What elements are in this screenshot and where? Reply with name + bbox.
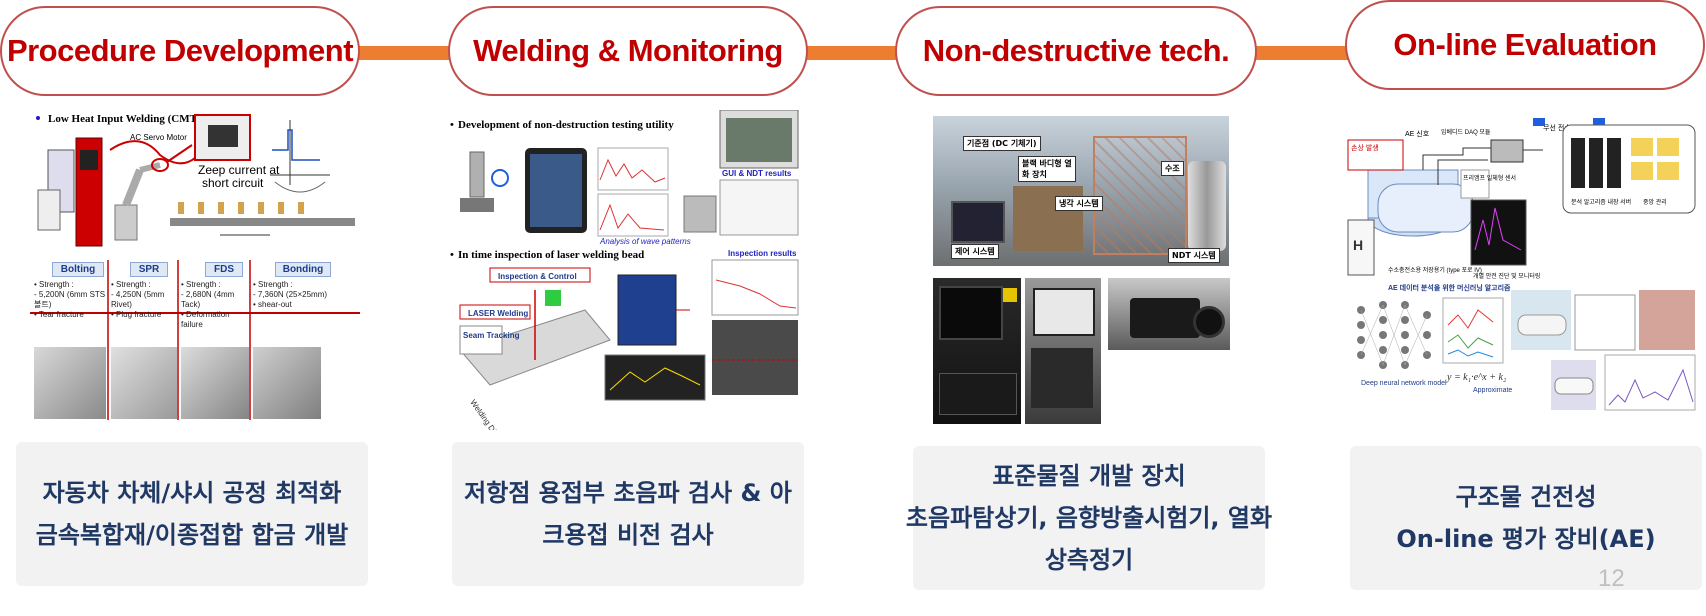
online-ae-figure: H 손상 발생 AE 신호 프리앰프 일체형 센서 수소충전소용 저장용기 (t… [1343,110,1698,430]
zoom-caption-2: short circuit [202,176,264,190]
ndt-equipment-figure: 기준점 (DC 기체기) 블랙 바디형 열화 장치 냉각 시스템 수조 제어 시… [933,110,1233,430]
tag-inspection: Inspection & Control [498,272,577,281]
equipment-label: NDT 시스템 [1168,248,1220,263]
ultrasonic-flaw-detector-photo [933,278,1021,424]
cmt-welding-diagram: Low Heat Input Welding (CMT) AC Servo Mo… [30,113,360,420]
laser-heading-dot: • [450,249,454,261]
desc-line: 자동차 차체/샤시 공정 최적화 [42,479,342,507]
tag-laser: LASER Welding [468,309,528,318]
spec-line: - 5,200N (6mm STS볼트) [34,290,106,309]
desc-line: On-line 평가 장비(AE) [1396,525,1656,553]
joint-fds: FDS [205,262,243,277]
ae-label: AE 신호 [1405,129,1430,138]
desc-line: 저항점 용접부 초음파 검사 & 아 [464,479,792,507]
stage-connector [805,46,900,60]
stage-title-text: Non-destructive tech. [922,33,1230,68]
ndt-heading-text: Development of non-destruction testing u… [458,119,674,131]
joint-specs-spr: • Strength : - 4,250N (5mm Rivet) • Plug… [111,280,177,320]
joint-specs-fds: • Strength : - 2,680N (4mm Tack) • Defor… [181,280,249,330]
spec-line: • Strength : [111,280,151,289]
desc-line: 금속복합재/이종접합 합금 개발 [35,521,349,549]
stage-title-welding: Welding & Monitoring [448,6,808,96]
spec-line: • Tear fracture [34,310,84,319]
ae-label: 임베디드 DAQ 모듈 [1441,128,1491,136]
joint-bonding: Bonding [275,262,331,277]
desc-line: 구조물 건전성 [1455,483,1597,511]
zoom-caption-1: Zeep current at [198,163,280,177]
specimen-photo-fds [181,347,249,419]
acoustic-emission-tester-photo [1025,278,1101,424]
joint-bolting: Bolting [52,262,104,277]
gui-label: GUI & NDT results [722,169,792,178]
spec-line: • Deformation failure [181,310,230,329]
joint-name: SPR [130,262,168,277]
welding-direction-label: Welding Direction [468,398,511,430]
ndt-heading: • [450,119,454,131]
spec-line: • Strength : [253,280,293,289]
spec-line: • Strength : [34,280,74,289]
stage-connector [1255,46,1350,60]
svg-text:H: H [1353,237,1363,253]
joint-specs-bonding: • Strength : - 7,360N (25×25mm) • shear-… [253,280,357,310]
desc-line: 초음파탐상기, 음향방출시험기, 열화 [905,504,1273,532]
joint-name: Bolting [52,262,104,277]
stage-title-ndt: Non-destructive tech. [895,6,1257,96]
welding-monitoring-figure: • Development of non-destruction testing… [450,110,800,430]
desc-welding: 저항점 용접부 초음파 검사 & 아 크용접 비전 검사 [452,442,804,586]
spec-line: • Strength : [181,280,221,289]
ae-label: 손상 발생 [1351,143,1379,152]
desc-line: 크용접 비전 검사 [542,521,714,549]
tag-seam: Seam Tracking [463,331,520,340]
ae-label: 분석 알고리즘 내장 서버 [1571,198,1631,206]
desc-procedure: 자동차 차체/샤시 공정 최적화 금속복합재/이종접합 합금 개발 [16,442,368,586]
stage-title-text: On-line Evaluation [1393,27,1657,62]
specimen-photo-bonding [253,347,321,419]
ae-label: 중앙 관리 [1643,198,1667,206]
specimen-photo-spr [111,347,177,419]
ae-label: 수소충전소용 저장용기 (type 포로 IV) [1388,266,1482,274]
servo-label: AC Servo Motor [130,133,187,142]
laser-heading: In time inspection of laser welding bead [458,249,644,261]
joint-specs-bolting: • Strength : - 5,200N (6mm STS볼트) • Tear… [34,280,108,320]
desc-ndt: 표준물질 개발 장치 초음파탐상기, 음향방출시험기, 열화 상측정기 [906,446,1272,590]
spec-line: - 4,250N (5mm Rivet) [111,290,165,309]
cmt-heading: Low Heat Input Welding (CMT) [48,113,201,125]
specimen-photo-bolting [34,347,106,419]
stage-title-procedure: Procedure Development [0,6,360,96]
equipment-label: 블랙 바디형 열화 장치 [1018,156,1076,182]
spec-line: • shear-out [253,300,292,309]
stage-connector [330,46,450,60]
approx-label: Approximate [1473,387,1512,394]
procedure-figure: Low Heat Input Welding (CMT) AC Servo Mo… [30,110,360,430]
ndt-utility-diagram: • Development of non-destruction testing… [450,110,799,430]
stage-title-text: Welding & Monitoring [473,33,783,68]
desc-line: 상측정기 [1044,546,1134,574]
joint-name: Bonding [275,262,331,277]
joint-spr: SPR [130,262,168,277]
ae-monitoring-diagram: H 손상 발생 AE 신호 프리앰프 일체형 센서 수소충전소용 저장용기 (t… [1347,118,1696,411]
page-number: 12 [1598,565,1625,592]
equipment-label: 냉각 시스템 [1055,196,1103,211]
spec-line: - 2,680N (4mm Tack) [181,290,235,309]
ai-heading: AE 데이터 분석을 위한 머신러닝 알고리즘 [1388,283,1511,292]
svg-text:y = k₁·e^x + k₂: y = k₁·e^x + k₂ [1446,372,1507,383]
equipment-label: 기준점 (DC 기체기) [963,136,1041,151]
spec-line: • Plug fracture [111,310,162,319]
ae-label: 무선 전송 [1543,123,1571,132]
dnn-label: Deep neural network model [1361,380,1447,387]
desc-online: 구조물 건전성 On-line 평가 장비(AE) [1350,446,1702,590]
equipment-label: 수조 [1161,161,1184,176]
desc-line: 표준물질 개발 장치 [992,462,1186,490]
spec-line: - 7,360N (25×25mm) [253,290,328,299]
joint-name: FDS [205,262,243,277]
inspection-results-label: Inspection results [728,249,797,258]
ae-label: 프리앰프 일체형 센서 [1463,174,1516,182]
thermal-camera-photo [1108,278,1230,350]
stage-title-text: Procedure Development [6,33,354,68]
wave-label: Analysis of wave patterns [599,237,691,246]
equipment-label: 제어 시스템 [951,244,999,259]
lab-equipment-photo: 기준점 (DC 기체기) 블랙 바디형 열화 장치 냉각 시스템 수조 제어 시… [933,116,1229,266]
stage-title-online: On-line Evaluation [1345,0,1705,90]
ae-label: 개별 안전 진단 및 모니터링 [1473,272,1540,280]
